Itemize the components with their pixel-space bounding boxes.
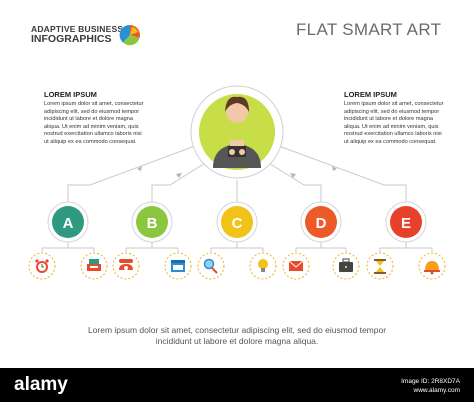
alarm-clock-icon (35, 259, 49, 273)
bell-icon (424, 261, 440, 275)
left-blurb-line: aliqua. Ut enim ad minim veniam, quis (44, 123, 139, 130)
hourglass-icon (374, 259, 386, 274)
node-letter-e: E (401, 215, 411, 232)
right-blurb-line: nostrud exercitation ullamco laboris nis… (344, 131, 442, 137)
brand-title-line1: ADAPTIVE BUSINESS (31, 24, 124, 34)
brand-title-line2: INFOGRAPHICS (31, 33, 112, 45)
footer-description: Lorem ipsum dolor sit amet, consectetur … (40, 325, 434, 347)
node-a: A (47, 201, 89, 243)
left-blurb-line: incididunt ut labore et dolore magna (44, 116, 133, 122)
right-text-block: LOREM IPSUM Lorem ipsum dolor sit amet, … (344, 90, 460, 146)
left-blurb-heading: LOREM IPSUM (44, 90, 97, 99)
left-text-block: LOREM IPSUM Lorem ipsum dolor sit amet, … (44, 90, 160, 146)
left-blurb-line: ut aliquip ex ea commodo consequat. (44, 138, 137, 145)
node-e: E (385, 201, 427, 243)
right-blurb-body: Lorem ipsum dolor sit amet, consectetur … (344, 101, 460, 146)
central-person-node (190, 85, 284, 179)
lightbulb-icon (258, 259, 268, 272)
node-letter-b: B (147, 215, 158, 232)
stock-image-id-line: Image ID: 2R8XD7A (401, 378, 460, 385)
telephone-icon (119, 259, 133, 270)
briefcase-icon (339, 258, 353, 272)
right-blurb-line: ut aliquip ex ea commodo consequat. (344, 138, 437, 145)
magnifier-icon (203, 258, 218, 274)
node-letter-d: D (316, 215, 327, 232)
stock-site-line: www.alamy.com (413, 387, 460, 394)
envelope-icon (288, 260, 304, 271)
right-blurb-line: adipiscing elit, sed do eiusmod tempor (344, 108, 440, 115)
node-c: C (216, 201, 258, 243)
node-b: B (131, 201, 173, 243)
node-letter-c: C (232, 215, 243, 232)
footer-line-2: incididunt ut labore et dolore magna ali… (155, 336, 319, 346)
alamy-logo: alamy (14, 374, 68, 395)
right-blurb-heading: LOREM IPSUM (344, 90, 397, 99)
stock-image-id: Image ID: 2R8XD7A www.alamy.com (380, 377, 460, 395)
page-title: FLAT SMART ART (296, 20, 442, 39)
left-blurb-line: adipiscing elit, sed do eiusmod tempor (44, 108, 140, 115)
right-blurb-line: incididunt ut labore et dolore magna (344, 116, 433, 122)
watermark-bar (0, 368, 474, 402)
node-d: D (300, 201, 342, 243)
right-blurb-line: Lorem ipsum dolor sit amet, consectetur (344, 101, 444, 107)
calendar-icon (171, 260, 185, 272)
right-blurb-line: aliqua. Ut enim ad minim veniam, quis (344, 123, 439, 130)
hierarchy-diagram: A B C D E (28, 85, 446, 280)
node-letter-a: A (63, 215, 74, 232)
cash-register-icon (87, 259, 101, 271)
icon-rings (28, 252, 446, 280)
arrow-heads (137, 166, 337, 178)
left-blurb-line: Lorem ipsum dolor sit amet, consectetur (44, 101, 144, 107)
footer-line-1: Lorem ipsum dolor sit amet, consectetur … (87, 325, 387, 335)
left-blurb-body: Lorem ipsum dolor sit amet, consectetur … (44, 101, 160, 146)
pie-logo-icon (119, 24, 140, 46)
left-blurb-line: nostrud exercitation ullamco laboris nis… (44, 131, 142, 137)
